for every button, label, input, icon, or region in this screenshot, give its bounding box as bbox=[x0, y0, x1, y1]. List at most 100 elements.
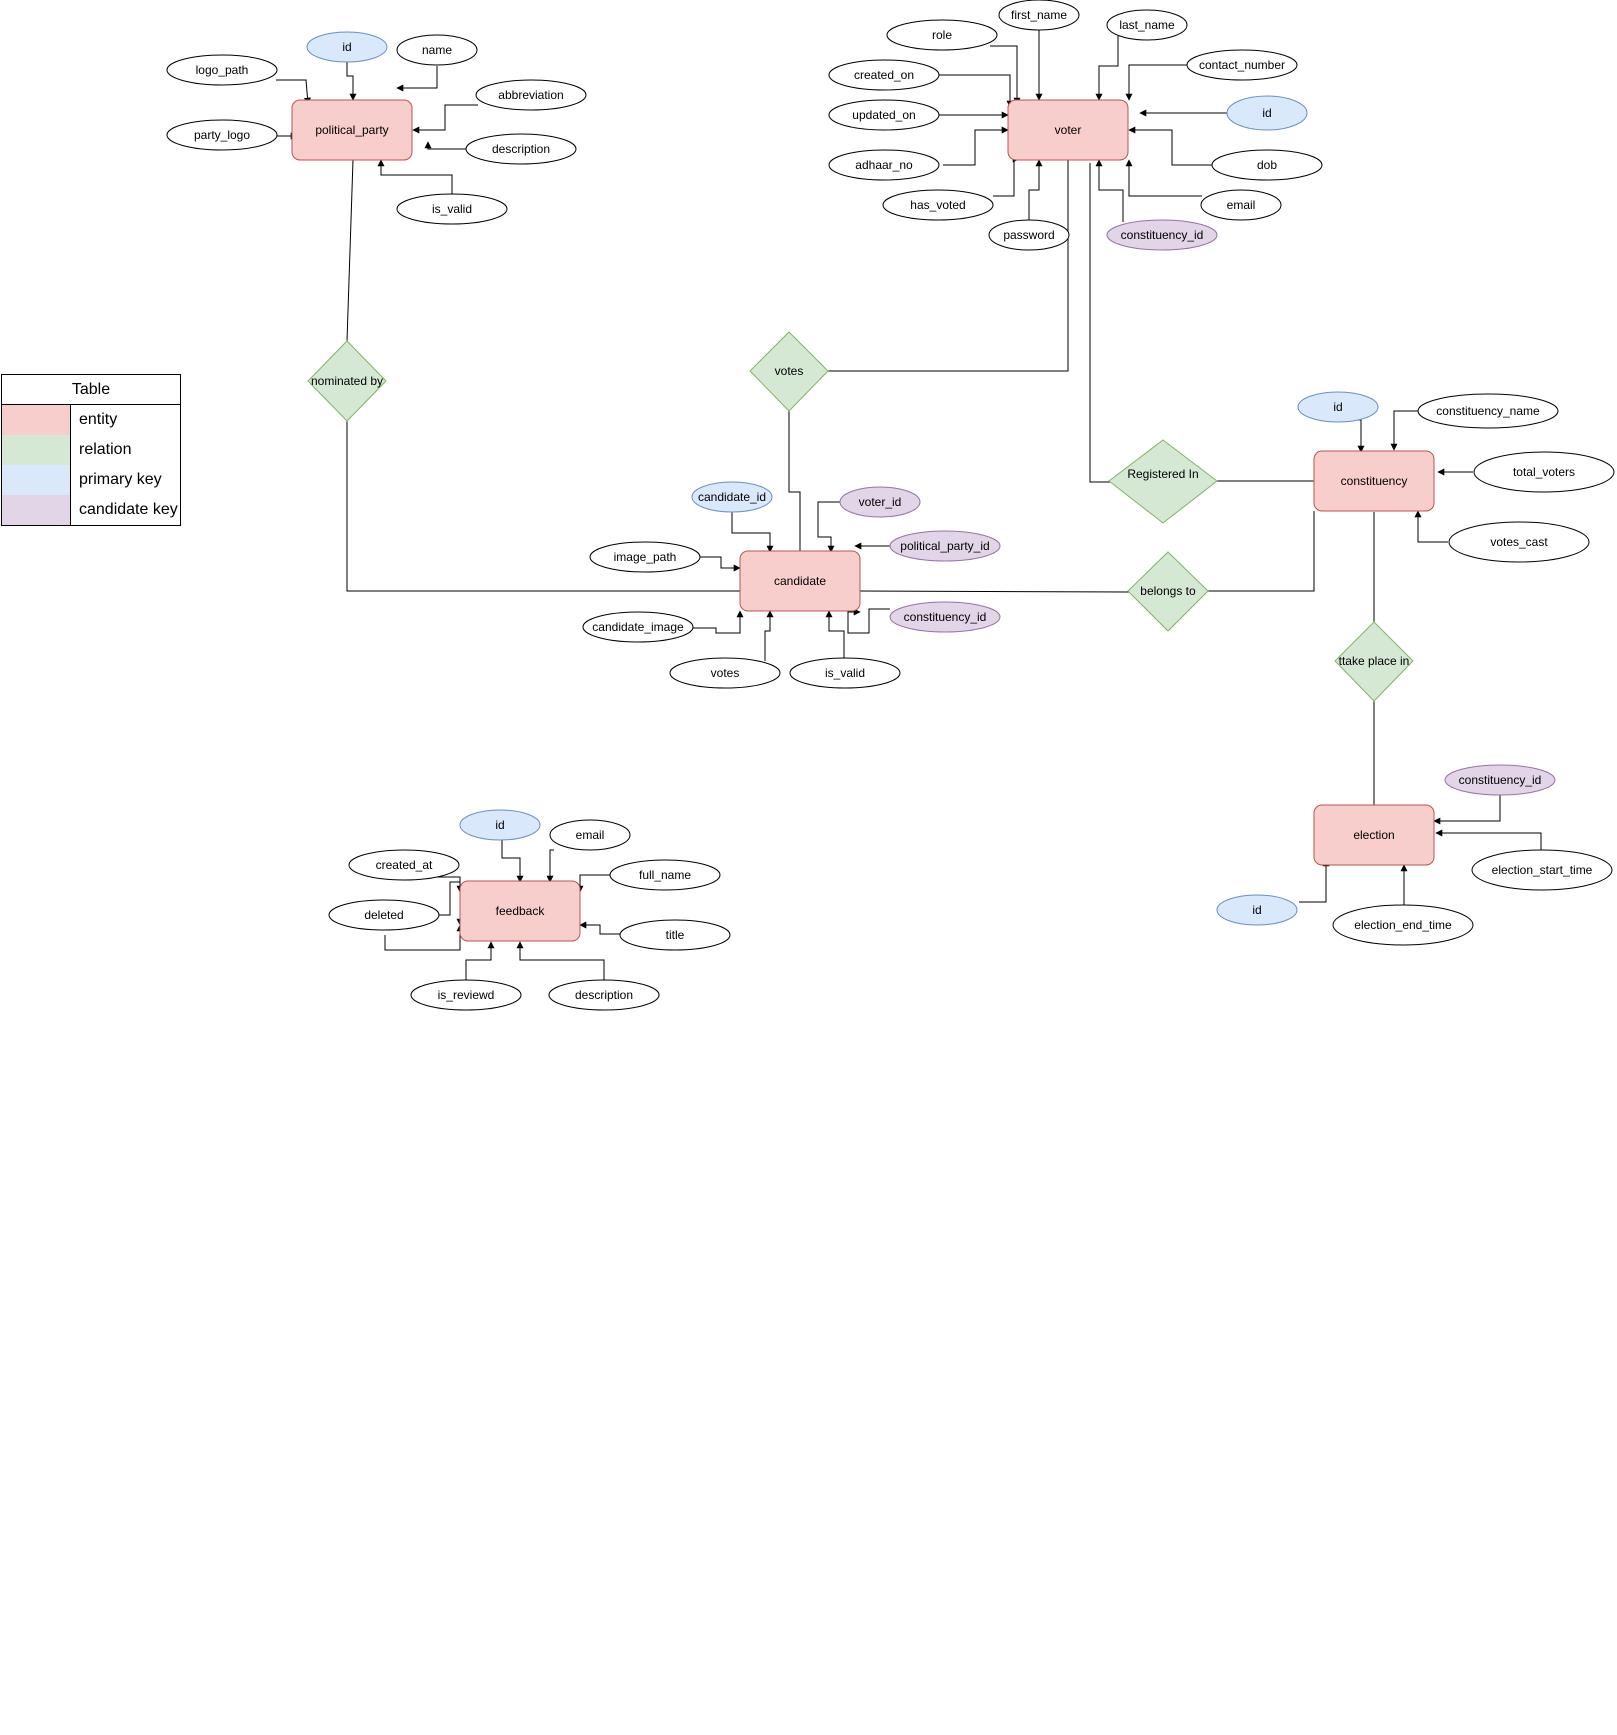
attr-political-party-id: id bbox=[306, 31, 388, 63]
line-nominated-candidate bbox=[346, 420, 740, 592]
line-candidate-belongs bbox=[859, 590, 1130, 593]
attr-feedback-created-at: created_at bbox=[348, 849, 460, 881]
svg-text:constituency_id: constituency_id bbox=[1121, 228, 1204, 242]
entity-label: constituency bbox=[1341, 474, 1408, 488]
attr-political-party-description: description bbox=[465, 133, 577, 165]
svg-text:is_valid: is_valid bbox=[432, 202, 472, 216]
svg-text:election_start_time: election_start_time bbox=[1492, 863, 1593, 877]
svg-text:email: email bbox=[1227, 198, 1256, 212]
svg-text:is_reviewd: is_reviewd bbox=[438, 988, 495, 1002]
legend-row-relation: relation bbox=[2, 435, 180, 465]
svg-text:dob: dob bbox=[1257, 158, 1277, 172]
entity-election: election bbox=[1313, 804, 1435, 866]
attr-voter-dob: dob bbox=[1211, 149, 1323, 181]
relation-belongs-to: belongs to bbox=[1127, 551, 1209, 632]
svg-text:abbreviation: abbreviation bbox=[498, 88, 563, 102]
attr-candidate-candidate-id: candidate_id bbox=[691, 481, 773, 513]
attr-constituency-votes-cast: votes_cast bbox=[1448, 521, 1590, 563]
entity-label: political_party bbox=[315, 123, 388, 137]
svg-text:id: id bbox=[495, 818, 504, 832]
svg-text:title: title bbox=[666, 928, 685, 942]
attr-voter-constituency-id: constituency_id bbox=[1106, 219, 1218, 251]
legend-title: Table bbox=[2, 375, 180, 405]
legend-label: relation bbox=[79, 441, 132, 458]
entity-label: voter bbox=[1055, 123, 1082, 137]
relation-label: Registered In bbox=[1127, 467, 1198, 481]
attr-election-start-time: election_start_time bbox=[1471, 849, 1613, 891]
entity-label: election bbox=[1353, 828, 1394, 842]
attr-feedback-description: description bbox=[548, 979, 660, 1011]
svg-text:constituency_id: constituency_id bbox=[904, 610, 987, 624]
attr-constituency-id: id bbox=[1297, 391, 1379, 423]
entity-label: feedback bbox=[496, 904, 546, 918]
legend-label: primary key bbox=[79, 471, 162, 488]
svg-text:candidate_id: candidate_id bbox=[698, 490, 766, 504]
attr-voter-role: role bbox=[886, 19, 998, 51]
svg-text:name: name bbox=[422, 43, 452, 57]
svg-text:description: description bbox=[492, 142, 550, 156]
attr-voter-adhaar-no: adhaar_no bbox=[828, 149, 940, 181]
attr-voter-password: password bbox=[988, 219, 1070, 251]
relation-label: belongs to bbox=[1140, 584, 1196, 598]
svg-text:constituency_name: constituency_name bbox=[1436, 404, 1540, 418]
svg-text:voter_id: voter_id bbox=[859, 495, 902, 509]
attribute-connectors bbox=[276, 29, 1542, 980]
svg-text:deleted: deleted bbox=[364, 908, 403, 922]
entity-constituency: constituency bbox=[1313, 450, 1435, 512]
svg-text:logo_path: logo_path bbox=[196, 63, 249, 77]
svg-text:id: id bbox=[1333, 400, 1342, 414]
relation-votes: votes bbox=[749, 331, 829, 412]
legend-label: entity bbox=[79, 411, 118, 428]
attr-political-party-abbreviation: abbreviation bbox=[475, 79, 587, 111]
attr-election-constituency-id: constituency_id bbox=[1444, 764, 1556, 796]
svg-text:votes: votes bbox=[711, 666, 740, 680]
attr-candidate-constituency-id: constituency_id bbox=[889, 601, 1001, 633]
svg-text:password: password bbox=[1003, 228, 1054, 242]
attr-candidate-is-valid: is_valid bbox=[789, 657, 901, 689]
attr-voter-id: id bbox=[1226, 95, 1308, 131]
relation-label: votes bbox=[775, 364, 804, 378]
svg-text:adhaar_no: adhaar_no bbox=[855, 158, 913, 172]
relation-nominated-by: nominated by bbox=[307, 340, 387, 422]
svg-text:full_name: full_name bbox=[639, 868, 691, 882]
attr-political-party-name: name bbox=[396, 34, 478, 66]
attr-constituency-name: constituency_name bbox=[1417, 393, 1559, 429]
attr-candidate-candidate-image: candidate_image bbox=[582, 611, 694, 643]
svg-text:created_at: created_at bbox=[376, 858, 433, 872]
svg-text:votes_cast: votes_cast bbox=[1490, 535, 1548, 549]
svg-text:election_end_time: election_end_time bbox=[1354, 918, 1452, 932]
relation-take-place-in: ttake place in bbox=[1334, 621, 1414, 702]
line-voter-votes bbox=[827, 160, 1069, 372]
entity-feedback: feedback bbox=[459, 880, 581, 942]
line-voter-registered bbox=[1089, 163, 1110, 483]
attr-constituency-total-voters: total_voters bbox=[1473, 451, 1615, 493]
entity-candidate: candidate bbox=[739, 550, 861, 612]
entity-voter: voter bbox=[1007, 99, 1129, 161]
relation-label: ttake place in bbox=[1339, 654, 1410, 668]
legend-row-candidate-key: candidate key bbox=[2, 495, 180, 525]
line-party-nominated bbox=[346, 159, 354, 342]
attr-political-party-is-valid: is_valid bbox=[396, 193, 508, 225]
svg-text:created_on: created_on bbox=[854, 68, 914, 82]
svg-text:id: id bbox=[342, 40, 351, 54]
attr-feedback-deleted: deleted bbox=[328, 899, 440, 931]
attr-voter-contact-number: contact_number bbox=[1186, 49, 1298, 81]
svg-text:first_name: first_name bbox=[1011, 8, 1067, 22]
attr-candidate-voter-id: voter_id bbox=[839, 486, 921, 518]
attr-voter-last-name: last_name bbox=[1106, 9, 1188, 41]
line-belongs-constituency bbox=[1208, 511, 1315, 592]
svg-text:image_path: image_path bbox=[614, 550, 677, 564]
attr-voter-has-voted: has_voted bbox=[882, 189, 994, 221]
svg-text:party_logo: party_logo bbox=[194, 128, 250, 142]
svg-text:constituency_id: constituency_id bbox=[1459, 773, 1542, 787]
svg-text:candidate_image: candidate_image bbox=[592, 620, 684, 634]
attr-political-party-logo-path: logo_path bbox=[166, 54, 278, 86]
svg-text:last_name: last_name bbox=[1119, 18, 1175, 32]
attr-feedback-is-reviewd: is_reviewd bbox=[410, 979, 522, 1011]
line-votes-candidate bbox=[788, 411, 801, 552]
svg-text:has_voted: has_voted bbox=[910, 198, 965, 212]
svg-text:total_voters: total_voters bbox=[1513, 465, 1575, 479]
svg-text:email: email bbox=[576, 828, 605, 842]
attr-voter-first-name: first_name bbox=[998, 0, 1080, 31]
